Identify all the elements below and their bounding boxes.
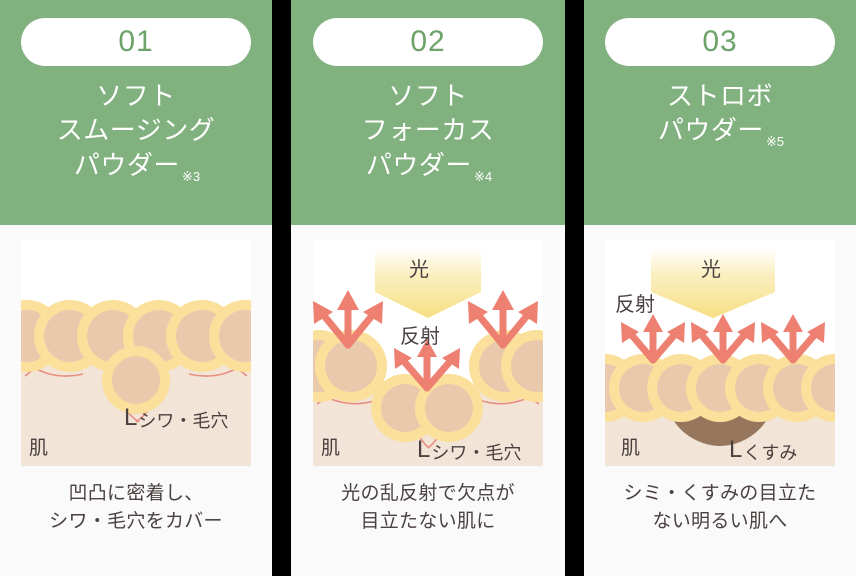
caption-line-1: 凹凸に密着し、 <box>68 483 204 504</box>
card-header-01: 01 ソフト スムージング パウダー※3 <box>0 0 272 225</box>
step-number-03: 03 <box>702 25 738 58</box>
card-title-02: ソフト フォーカス パウダー※4 <box>291 79 565 184</box>
card-title-01: ソフト スムージング パウダー※3 <box>0 79 272 184</box>
step-badge-01: 01 <box>21 18 251 66</box>
title-footnote-03: ※5 <box>765 134 785 150</box>
label-reflection-03: 反射 <box>615 294 655 316</box>
column-divider-1 <box>272 0 291 576</box>
label-bracket-03: L <box>729 436 743 463</box>
label-bracket-02: L <box>417 436 431 463</box>
illustration-area-03: 光 反射 肌 L くすみ シミ・くすみの目立た ない明るい肌へ <box>584 225 856 576</box>
title-line-1: ソフト <box>388 81 468 111</box>
label-skin-03: 肌 <box>621 438 641 459</box>
skin-diagram-02: 光 反射 肌 L シワ・毛穴 <box>313 240 543 466</box>
skin-diagram-03: 光 反射 肌 L くすみ <box>605 240 835 466</box>
title-line-3: パウダー <box>365 149 472 180</box>
label-skin-02: 肌 <box>321 438 341 459</box>
label-defect-02: シワ・毛穴 <box>431 443 522 463</box>
card-caption-03: シミ・くすみの目立た ない明るい肌へ <box>623 480 816 535</box>
illustration-area-01: 肌 L シワ・毛穴 凹凸に密着し、 シワ・毛穴をカバー <box>0 225 272 576</box>
title-line-2: フォーカス <box>361 115 495 146</box>
label-reflection-02: 反射 <box>400 326 440 348</box>
title-footnote-02: ※4 <box>473 168 493 184</box>
title-line-3: パウダー <box>73 149 180 180</box>
feature-card-02: 02 ソフト フォーカス パウダー※4 <box>291 0 565 576</box>
feature-card-03: 03 ストロボ パウダー※5 <box>584 0 856 576</box>
step-badge-03: 03 <box>605 18 835 66</box>
card-header-02: 02 ソフト フォーカス パウダー※4 <box>291 0 565 225</box>
caption-line-1: シミ・くすみの目立た <box>623 483 817 504</box>
card-caption-02: 光の乱反射で欠点が 目立たない肌に <box>341 480 515 535</box>
caption-line-2: シワ・毛穴をカバー <box>49 510 223 532</box>
label-defect-03: くすみ <box>743 443 798 463</box>
label-light-03: 光 <box>701 259 721 281</box>
step-number-02: 02 <box>410 25 446 58</box>
card-title-03: ストロボ パウダー※5 <box>584 79 856 150</box>
title-line-1: ストロボ <box>666 81 773 111</box>
step-badge-02: 02 <box>313 18 543 66</box>
step-number-01: 01 <box>118 25 154 58</box>
label-skin-01: 肌 <box>29 438 49 459</box>
title-line-2: パウダー <box>657 115 764 146</box>
column-divider-2 <box>565 0 584 576</box>
card-header-03: 03 ストロボ パウダー※5 <box>584 0 856 225</box>
caption-line-2: ない明るい肌へ <box>652 510 788 532</box>
caption-line-1: 光の乱反射で欠点が <box>341 483 515 504</box>
label-defect-01: シワ・毛穴 <box>138 411 229 431</box>
label-light-02: 光 <box>409 259 429 281</box>
label-bracket-01: L <box>124 404 138 431</box>
skin-diagram-01: 肌 L シワ・毛穴 <box>21 240 251 466</box>
feature-card-01: 01 ソフト スムージング パウダー※3 <box>0 0 272 576</box>
caption-line-2: 目立たない肌に <box>360 510 496 532</box>
title-footnote-01: ※3 <box>181 168 201 184</box>
card-caption-01: 凹凸に密着し、 シワ・毛穴をカバー <box>49 480 223 535</box>
title-line-2: スムージング <box>56 115 216 146</box>
title-line-1: ソフト <box>96 81 176 111</box>
illustration-area-02: 光 反射 肌 L シワ・毛穴 光の乱反射で欠点が 目立たない肌に <box>291 225 565 576</box>
